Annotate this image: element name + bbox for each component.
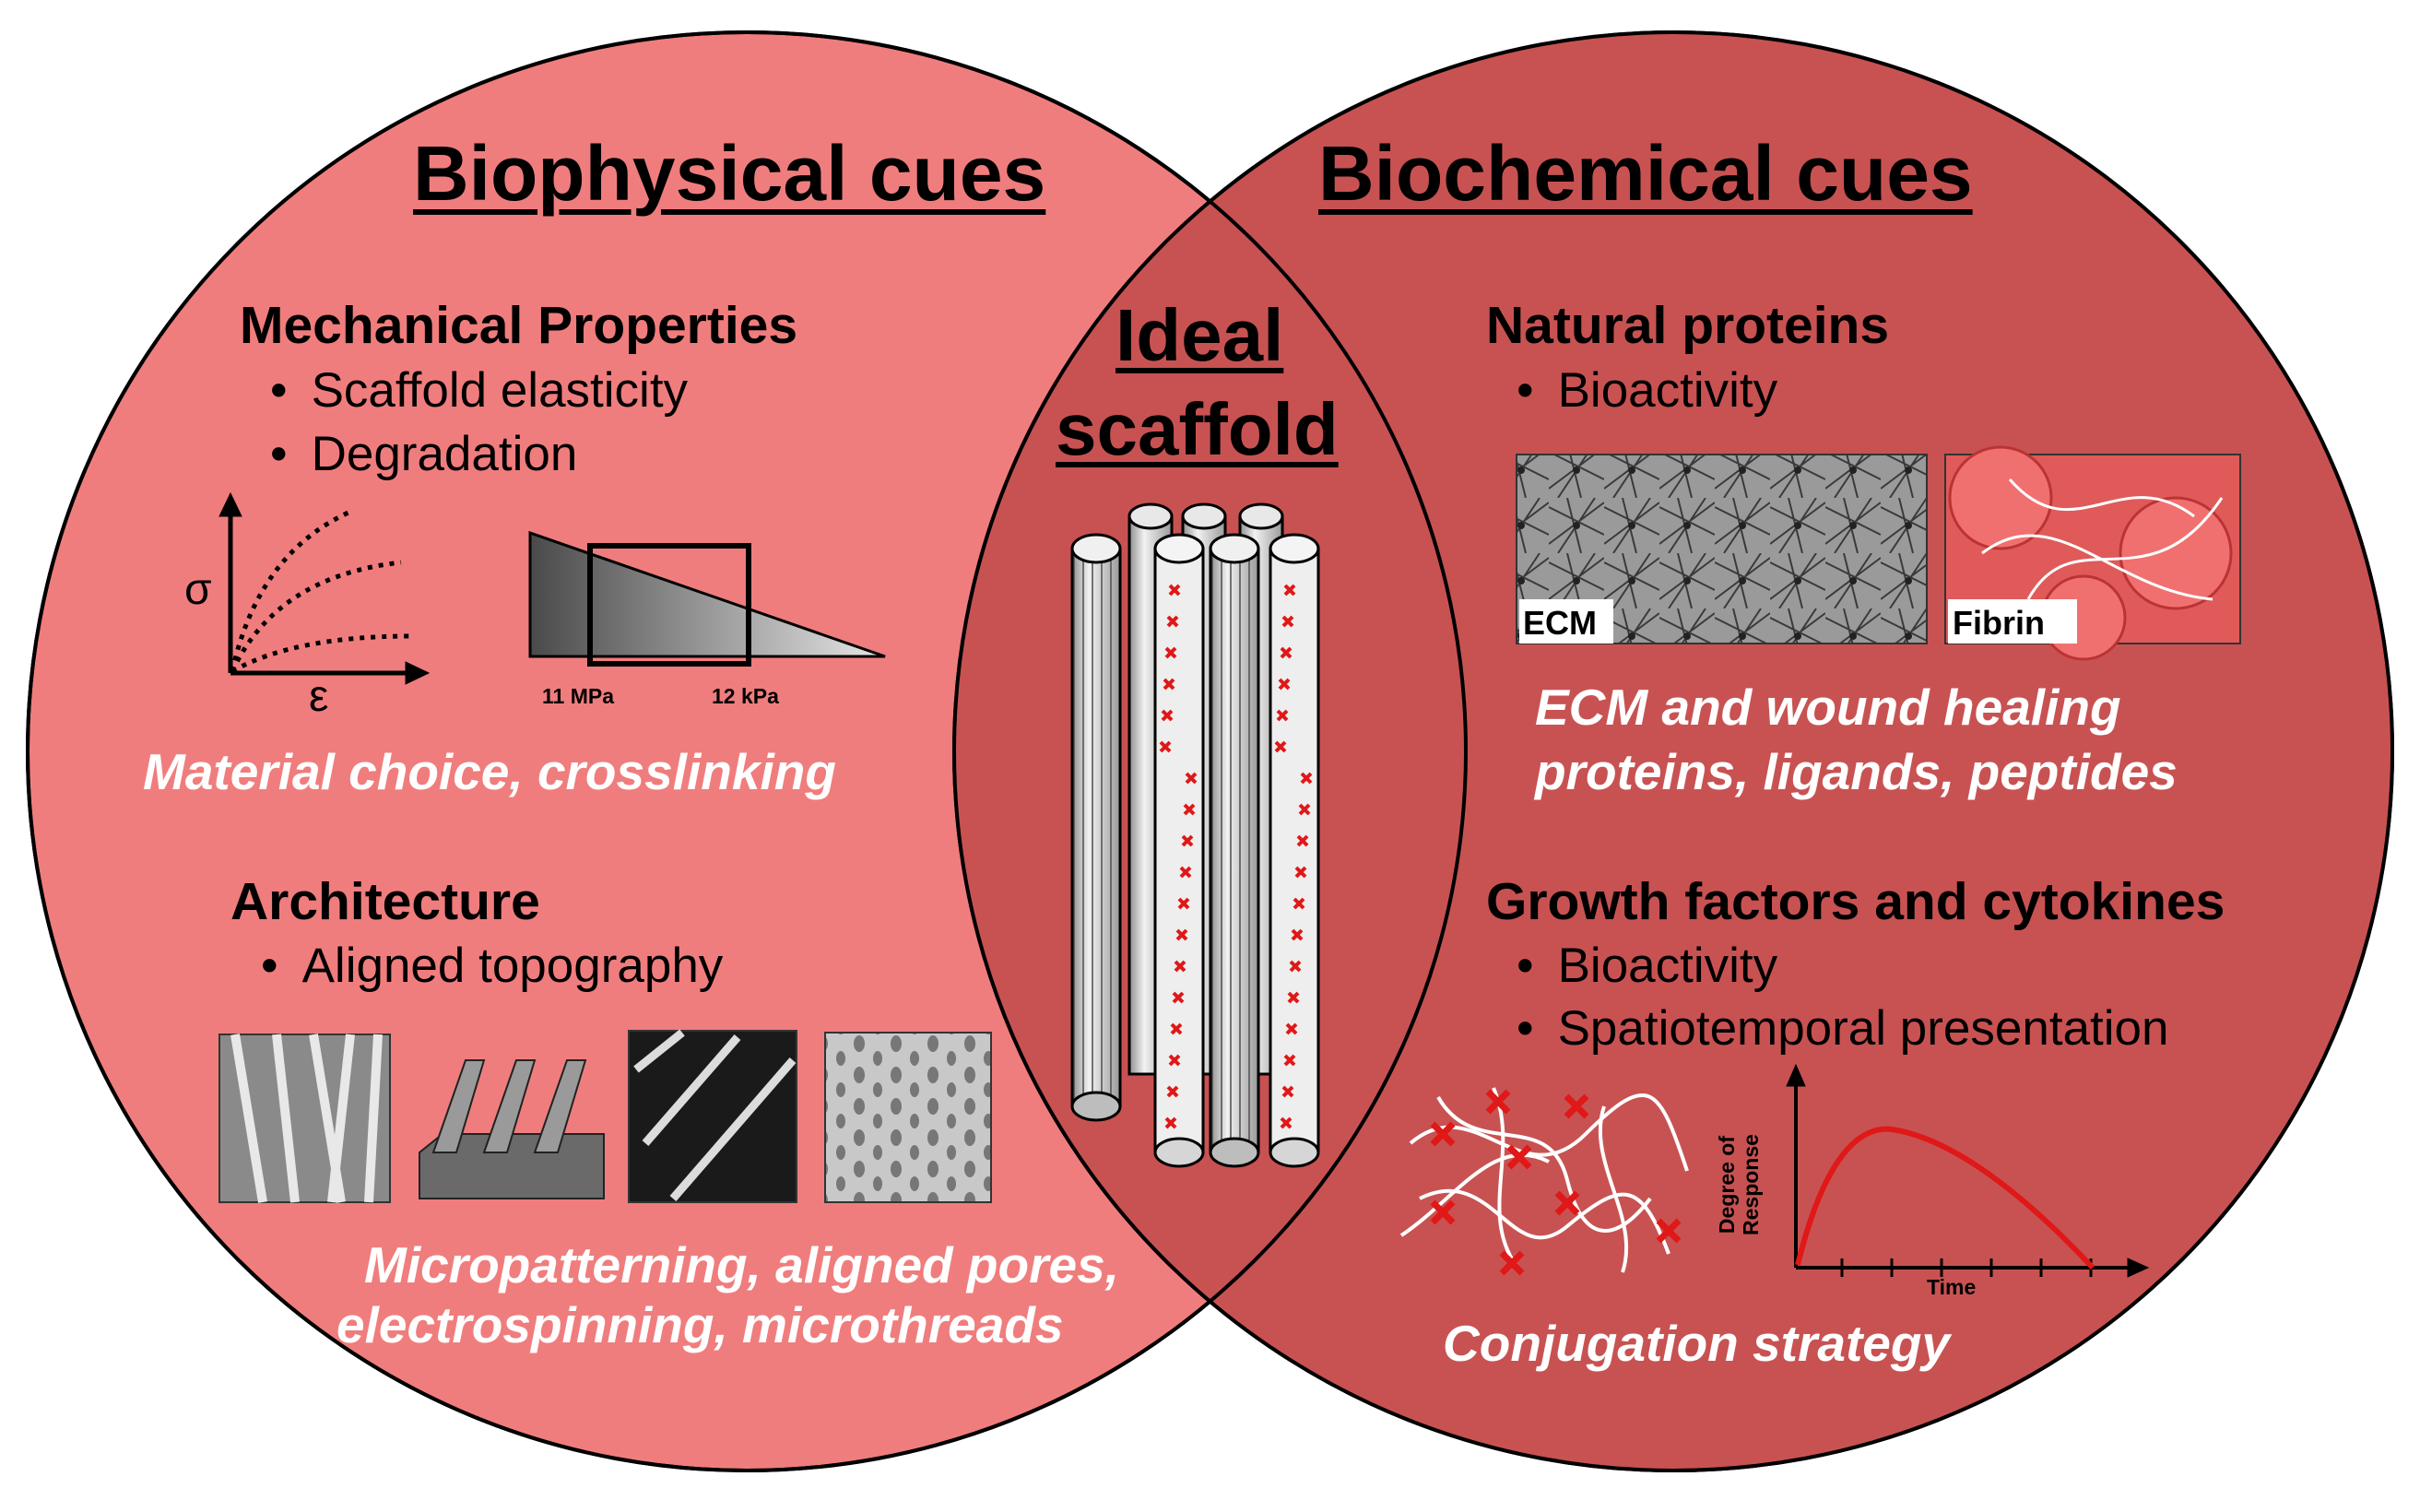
scaffold-protein-markers (1159, 584, 1313, 1129)
protein-marker (1280, 1116, 1293, 1129)
growth-factor-marker (1554, 1190, 1580, 1216)
growth-factor-markers (1430, 1089, 1682, 1276)
micropatterning-text-1: Micropatterning, aligned pores, (364, 1236, 1119, 1293)
graph-ylabel-line1: Degree of (1715, 1135, 1739, 1234)
mechanical-properties-heading: Mechanical Properties (240, 296, 798, 355)
protein-marker (1161, 709, 1174, 722)
architecture-images (218, 1029, 992, 1203)
protein-marker (1276, 709, 1289, 722)
graph-ylabel-line2: Response (1739, 1134, 1763, 1235)
protein-marker (1281, 615, 1294, 628)
protein-marker (1185, 772, 1198, 785)
protein-marker (1283, 584, 1296, 597)
protein-marker (1163, 678, 1175, 691)
protein-marker (1168, 584, 1181, 597)
protein-marker (1181, 834, 1194, 847)
growth-factor-marker (1564, 1093, 1589, 1119)
bullet-degradation: Degradation (270, 426, 578, 482)
sigma-label: σ (184, 565, 212, 614)
conjugation-strategy-text: Conjugation strategy (1443, 1315, 1951, 1372)
protein-marker (1285, 1022, 1298, 1035)
protein-marker (1174, 960, 1186, 973)
bullet-bioactivity-2: Bioactivity (1517, 938, 1778, 994)
growth-factor-marker (1485, 1089, 1511, 1115)
protein-marker (1164, 1116, 1177, 1129)
ecm-proteins-text-1: ECM and wound healing (1535, 679, 2121, 736)
graph-xlabel: Time (1927, 1275, 1977, 1299)
protein-marker (1177, 897, 1190, 910)
fibrin-label: Fibrin (1953, 604, 2045, 642)
gradient-left-label: 11 MPa (542, 684, 614, 708)
stress-strain-plot (218, 491, 431, 685)
growth-factor-marker (1430, 1199, 1456, 1225)
bullet-aligned-topography: Aligned topography (261, 938, 724, 994)
natural-proteins-heading: Natural proteins (1486, 296, 1890, 355)
ecm-label: ECM (1523, 604, 1597, 642)
protein-marker (1280, 646, 1293, 659)
scaffold-cylinders (1070, 502, 1320, 1168)
protein-marker (1293, 897, 1305, 910)
protein-marker (1175, 928, 1188, 941)
protein-marker (1168, 1054, 1181, 1067)
response-time-graph (1786, 1063, 2150, 1278)
material-choice-text: Material choice, crosslinking (143, 743, 836, 800)
growth-factor-marker (1656, 1218, 1682, 1244)
protein-marker (1183, 803, 1196, 816)
growth-factor-marker (1499, 1250, 1525, 1276)
protein-marker (1296, 834, 1309, 847)
conjugation-network (1399, 1087, 1689, 1274)
protein-marker (1289, 960, 1302, 973)
protein-marker (1287, 991, 1300, 1004)
micropatterning-text-2: electrospinning, microthreads (336, 1296, 1064, 1353)
protein-marker (1179, 866, 1192, 879)
protein-marker (1291, 928, 1304, 941)
protein-marker (1274, 740, 1287, 753)
bullet-scaffold-elasticity: Scaffold elasticity (270, 362, 689, 419)
protein-marker (1166, 1085, 1179, 1098)
biophysical-cues-title: Biophysical cues (413, 130, 1046, 217)
protein-marker (1164, 646, 1177, 659)
epsilon-label: ε (309, 672, 329, 721)
growth-factor-marker (1430, 1121, 1456, 1147)
protein-marker (1294, 866, 1307, 879)
protein-marker (1278, 678, 1291, 691)
architecture-heading: Architecture (230, 872, 540, 931)
biochemical-cues-title: Biochemical cues (1318, 130, 1973, 217)
protein-marker (1298, 803, 1311, 816)
protein-marker (1281, 1085, 1294, 1098)
bullet-bioactivity-1: Bioactivity (1517, 362, 1778, 419)
ideal-title-line1: Ideal (1116, 294, 1284, 376)
protein-marker (1159, 740, 1172, 753)
growth-factors-heading: Growth factors and cytokines (1486, 872, 2225, 931)
ecm-proteins-text-2: proteins, ligands, peptides (1535, 743, 2178, 800)
bullet-spatiotemporal: Spatiotemporal presentation (1517, 1000, 2169, 1057)
growth-factor-marker (1506, 1144, 1532, 1170)
protein-marker (1170, 1022, 1183, 1035)
elasticity-gradient (528, 530, 886, 667)
graph-ylabel: Degree of Response (1715, 1134, 1763, 1235)
protein-marker (1300, 772, 1313, 785)
ideal-title-line2: scaffold (1056, 388, 1339, 470)
gradient-right-label: 12 kPa (712, 684, 779, 708)
protein-marker (1172, 991, 1185, 1004)
protein-marker (1283, 1054, 1296, 1067)
protein-marker (1166, 615, 1179, 628)
